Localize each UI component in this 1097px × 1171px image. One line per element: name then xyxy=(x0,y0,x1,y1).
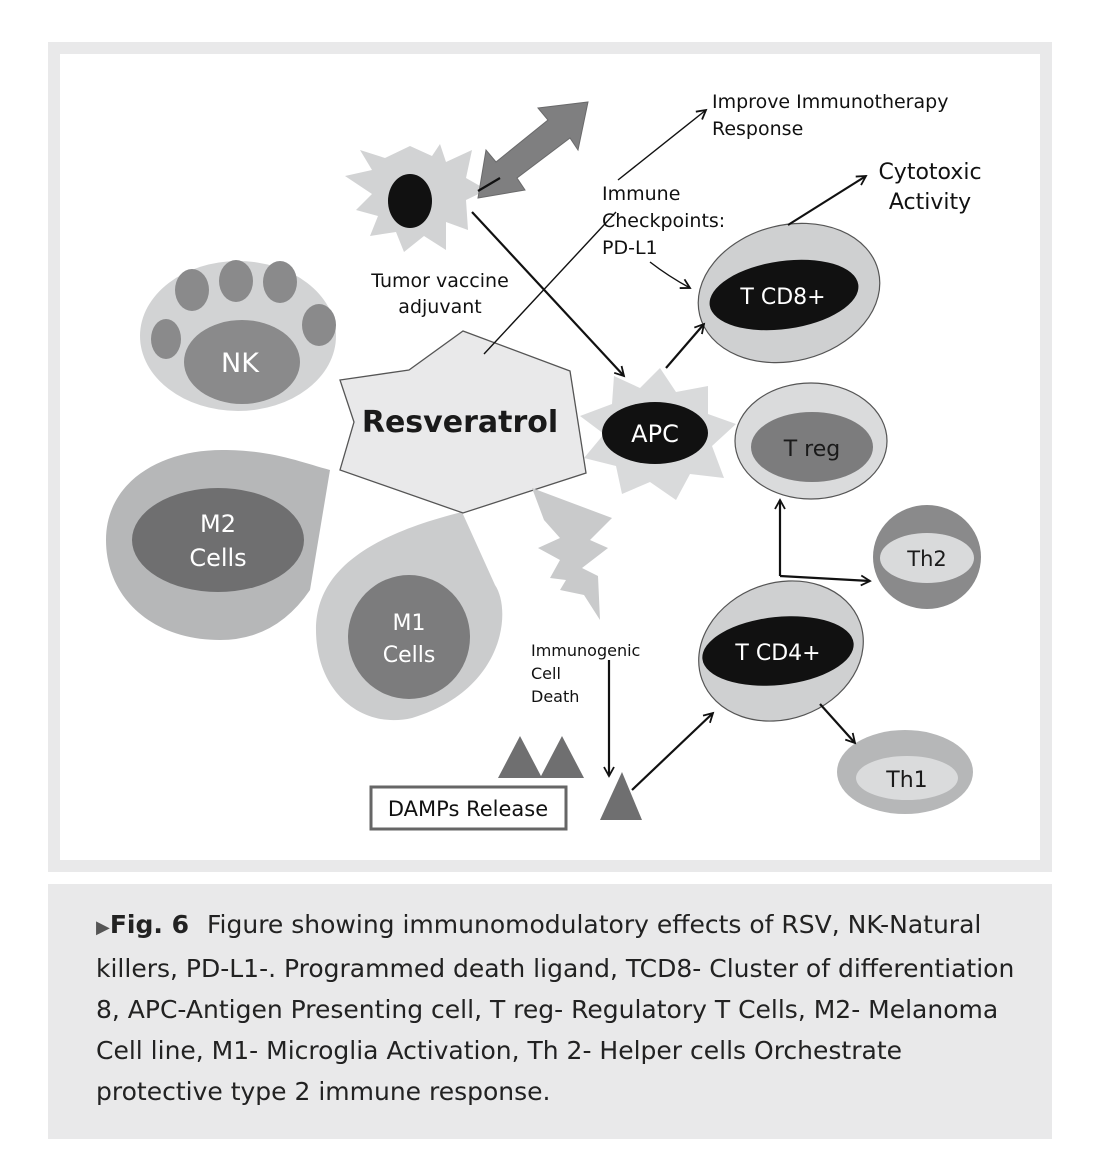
tumor-vaccine-label-line1: Tumor vaccine xyxy=(370,270,509,292)
cytotoxic-label-line1: Cytotoxic xyxy=(878,160,981,185)
apc-cell: APC xyxy=(580,368,736,500)
tumor-to-apc-arrow xyxy=(471,211,626,378)
caption-figure-label: Fig. 6 xyxy=(109,910,189,939)
tcd8-to-cytotoxic-arrow xyxy=(787,175,868,226)
resveratrol-label: Resveratrol xyxy=(362,405,558,440)
m1-cell: M1 Cells xyxy=(316,512,503,721)
immunogenic-label-line2: Cell xyxy=(531,664,561,683)
immunogenic-label-line1: Immunogenic xyxy=(531,641,640,660)
damps-release-box xyxy=(369,785,568,831)
resveratrol-star: Resveratrol xyxy=(339,330,587,514)
m1-label-line2: Cells xyxy=(383,643,436,668)
th1-label: Th1 xyxy=(885,768,927,793)
tcd4-to-th1-arrow xyxy=(819,703,857,745)
checkpoints-to-improve-arrow xyxy=(617,108,708,181)
resveratrol-to-checkpoints-line xyxy=(483,211,617,355)
caption-marker-icon: ▶ xyxy=(96,917,110,938)
tumor-cell xyxy=(345,144,487,252)
th2-label: Th2 xyxy=(906,547,947,571)
tumor-vaccine-label-line2: adjuvant xyxy=(398,296,481,318)
pdl1-to-tcd8-arrow xyxy=(649,261,692,289)
m2-cell: M2 Cells xyxy=(106,450,330,640)
damps-to-tcd4-arrow xyxy=(631,711,715,791)
damps-release-label: DAMPs Release xyxy=(388,797,548,821)
tumor-to-doublearrow-line xyxy=(477,177,501,192)
immune-checkpoints-label-line2: Checkpoints: xyxy=(602,210,725,232)
tcd4-to-th2-arrow xyxy=(779,574,872,587)
improve-response-label-line2: Response xyxy=(712,118,803,140)
cytotoxic-label-line2: Activity xyxy=(889,190,971,215)
lightning-icon xyxy=(532,488,612,620)
treg-cell: T reg xyxy=(734,382,888,500)
immune-checkpoints-label-line3: PD-L1 xyxy=(602,237,658,259)
apc-to-tcd8-arrow xyxy=(665,322,706,369)
double-arrow-icon xyxy=(477,101,589,199)
caption-body: Figure showing immunomodulatory effects … xyxy=(96,910,1015,1106)
m2-label-line1: M2 xyxy=(200,510,236,538)
nk-label: NK xyxy=(221,348,260,379)
immunogenic-label-line3: Death xyxy=(531,687,579,706)
apc-label: APC xyxy=(631,420,679,448)
nk-cell: NK xyxy=(140,260,336,411)
improve-response-label-line1: Improve Immunotherapy xyxy=(712,91,948,113)
immune-checkpoints-label-line1: Immune xyxy=(602,183,680,205)
m2-label-line2: Cells xyxy=(189,544,246,572)
treg-label: T reg xyxy=(783,437,841,462)
damps-triangles xyxy=(498,736,642,820)
tcd4-cell: T CD4+ xyxy=(698,580,864,722)
m1-label-line1: M1 xyxy=(393,611,426,636)
tcd4-label: T CD4+ xyxy=(734,641,820,666)
th2-cell: Th2 xyxy=(873,505,981,609)
tcd8-cell: T CD8+ xyxy=(697,222,881,364)
tcd8-label: T CD8+ xyxy=(739,285,825,310)
th1-cell: Th1 xyxy=(837,730,973,814)
